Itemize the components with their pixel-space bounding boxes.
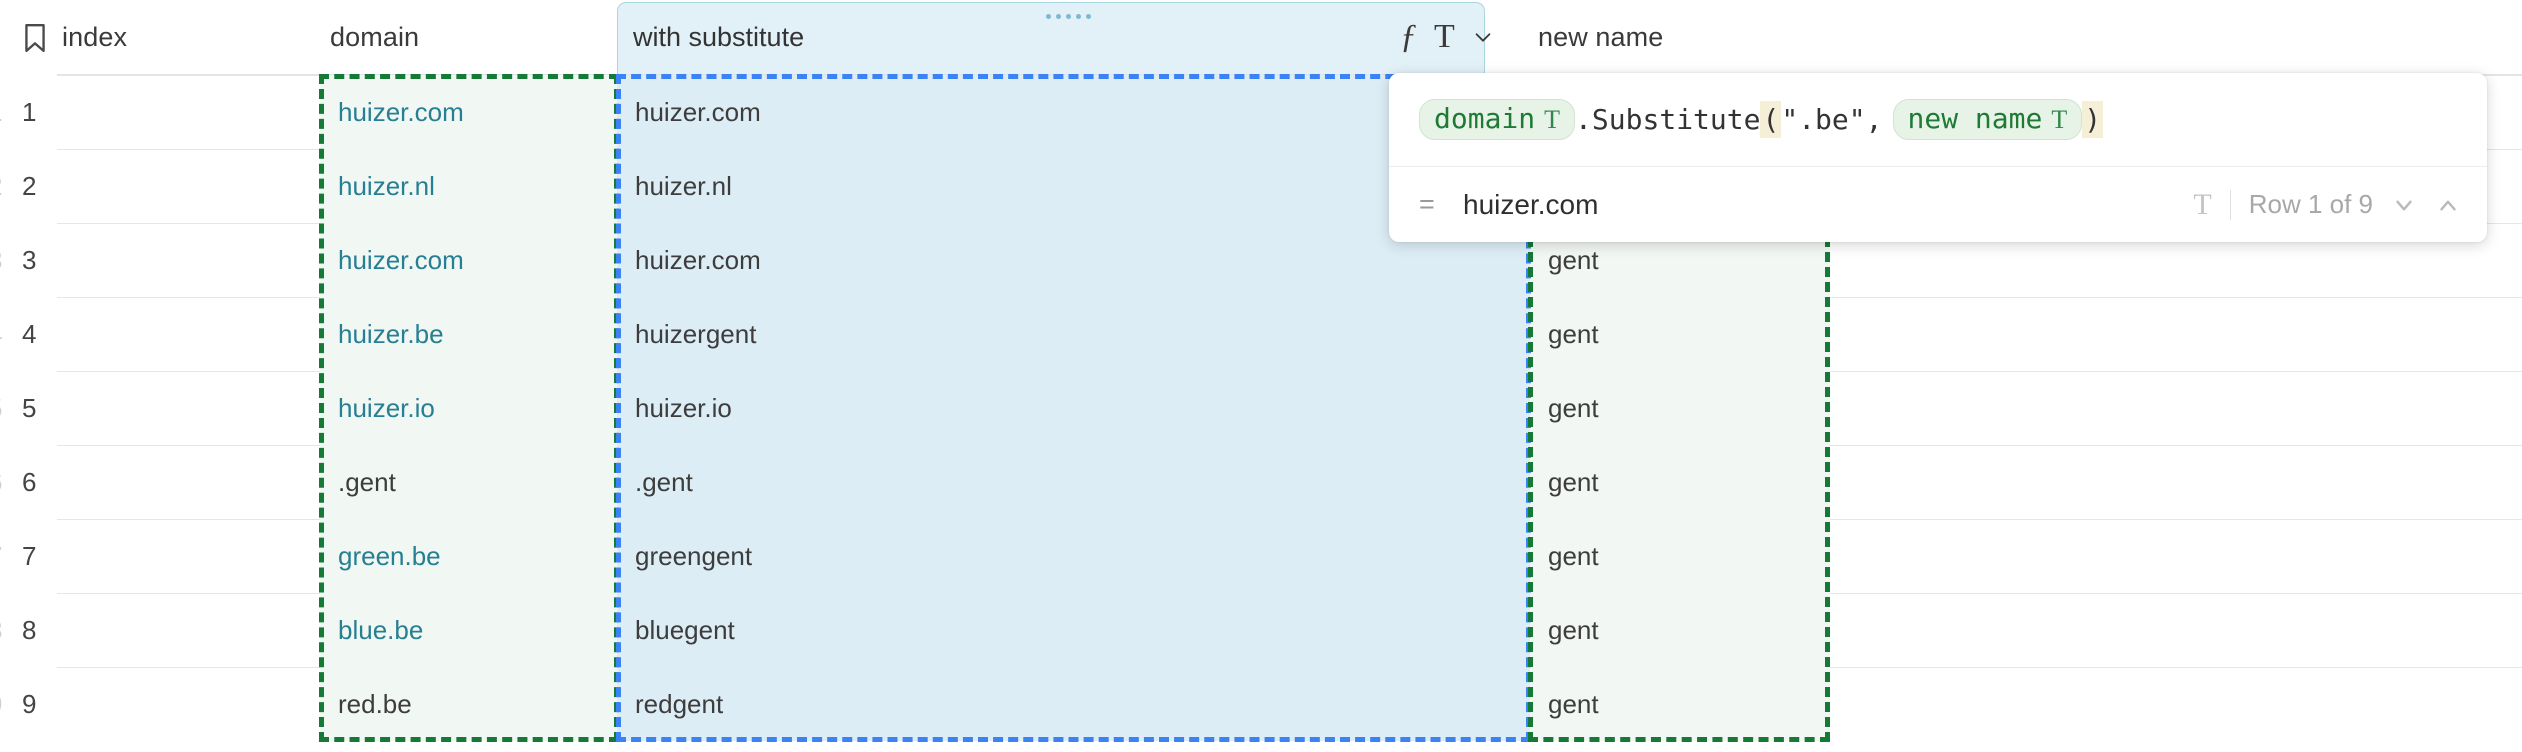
column-header-domain[interactable]: domain: [330, 0, 610, 75]
row-number: 8: [22, 614, 37, 645]
meta-divider: [2229, 189, 2231, 220]
formula-token-ref-new-name-type: T: [2051, 105, 2068, 134]
cell-domain[interactable]: blue.be: [320, 593, 617, 667]
formula-popup-divider: [1389, 166, 2487, 167]
row-status-label: Row 1 of 9: [2248, 189, 2373, 219]
formula-token-ref-new-name-label: new name: [1907, 102, 2043, 135]
cell-domain[interactable]: huizer.nl: [320, 149, 617, 223]
text-type-icon: T: [2193, 187, 2212, 221]
cell-with-substitute[interactable]: huizer.io: [617, 371, 1530, 445]
cell-domain[interactable]: huizer.com: [320, 75, 617, 149]
formula-result-row: = huizer.com T Row 1 of 9: [1389, 167, 2487, 242]
cell-new-name[interactable]: gent: [1530, 371, 1830, 445]
formula-close-paren: ): [2082, 101, 2104, 138]
cell-with-substitute[interactable]: .gent: [617, 445, 1530, 519]
cell-with-substitute[interactable]: redgent: [617, 667, 1530, 741]
cell-new-name[interactable]: gent: [1530, 593, 1830, 667]
row-number-ghost: 7: [0, 541, 2, 572]
chevron-up-icon[interactable]: [2435, 192, 2461, 218]
cell-domain[interactable]: huizer.io: [320, 371, 617, 445]
fx-icon[interactable]: ƒ: [1400, 18, 1417, 55]
formula-token-ref-domain[interactable]: domain T: [1419, 99, 1576, 140]
formula-string-arg: ".be",: [1781, 103, 1883, 136]
cell-new-name[interactable]: gent: [1530, 445, 1830, 519]
row-number: 9: [22, 688, 37, 719]
cell-new-name[interactable]: gent: [1530, 519, 1830, 593]
left-edge-sliver: 1 2 3 4 5 6 7 8 9: [0, 0, 8, 752]
cell-domain[interactable]: .gent: [320, 445, 617, 519]
row-number-ghost: 9: [0, 689, 2, 720]
cell-domain[interactable]: green.be: [320, 519, 617, 593]
row-number: 7: [22, 540, 37, 571]
row-number-ghost: 2: [0, 171, 2, 202]
formula-method-name: .Substitute: [1575, 103, 1761, 136]
row-number-ghost: 8: [0, 615, 2, 646]
row-number-ghost: 1: [0, 97, 2, 128]
column-drag-handle[interactable]: [1046, 14, 1091, 19]
row-number-ghost: 4: [0, 319, 2, 350]
equals-sign: =: [1419, 189, 1435, 219]
row-number-ghost: 6: [0, 467, 2, 498]
cell-domain[interactable]: huizer.com: [320, 223, 617, 297]
row-number: 5: [22, 392, 37, 423]
cell-new-name[interactable]: gent: [1530, 667, 1830, 741]
cell-with-substitute[interactable]: greengent: [617, 519, 1530, 593]
cell-with-substitute[interactable]: huizergent: [617, 297, 1530, 371]
row-number: 4: [22, 318, 37, 349]
row-number: 1: [22, 96, 37, 127]
formula-token-ref-new-name[interactable]: new name T: [1892, 99, 2083, 140]
bookmark-icon: [22, 23, 48, 53]
row-number: 2: [22, 170, 37, 201]
formula-token-ref-domain-label: domain: [1434, 102, 1536, 135]
row-number-ghost: 5: [0, 393, 2, 424]
column-toolbar: ƒ T: [1390, 0, 1494, 74]
cell-with-substitute[interactable]: huizer.com: [617, 75, 1530, 149]
column-header-row: index domain new name with substitute ƒ …: [0, 0, 2522, 76]
cell-with-substitute[interactable]: bluegent: [617, 593, 1530, 667]
column-header-new-name[interactable]: new name: [1538, 0, 1938, 75]
formula-open-paren: (: [1760, 101, 1782, 138]
formula-result-value: huizer.com: [1463, 188, 1599, 220]
cell-domain[interactable]: huizer.be: [320, 297, 617, 371]
chevron-down-icon[interactable]: [2391, 192, 2417, 218]
column-header-domain-label: domain: [330, 22, 420, 52]
cell-with-substitute[interactable]: huizer.com: [617, 223, 1530, 297]
cell-new-name[interactable]: gent: [1530, 297, 1830, 371]
cell-with-substitute[interactable]: huizer.nl: [617, 149, 1530, 223]
cell-domain[interactable]: red.be: [320, 667, 617, 741]
row-number: 6: [22, 466, 37, 497]
text-type-icon[interactable]: T: [1434, 18, 1455, 55]
column-header-index[interactable]: index: [22, 0, 302, 75]
column-header-new-name-label: new name: [1538, 22, 1664, 52]
row-number-ghost: 3: [0, 245, 2, 276]
column-header-with-substitute[interactable]: [617, 2, 1485, 76]
chevron-down-icon[interactable]: [1472, 26, 1494, 48]
column-header-index-label: index: [62, 22, 128, 52]
formula-result-meta: T Row 1 of 9: [2193, 167, 2461, 242]
column-header-with-substitute-label: with substitute: [633, 21, 805, 52]
formula-token-ref-domain-type: T: [1544, 105, 1561, 134]
formula-expression[interactable]: domain T .Substitute(".be", new name T ): [1389, 73, 2487, 166]
row-number: 3: [22, 244, 37, 275]
